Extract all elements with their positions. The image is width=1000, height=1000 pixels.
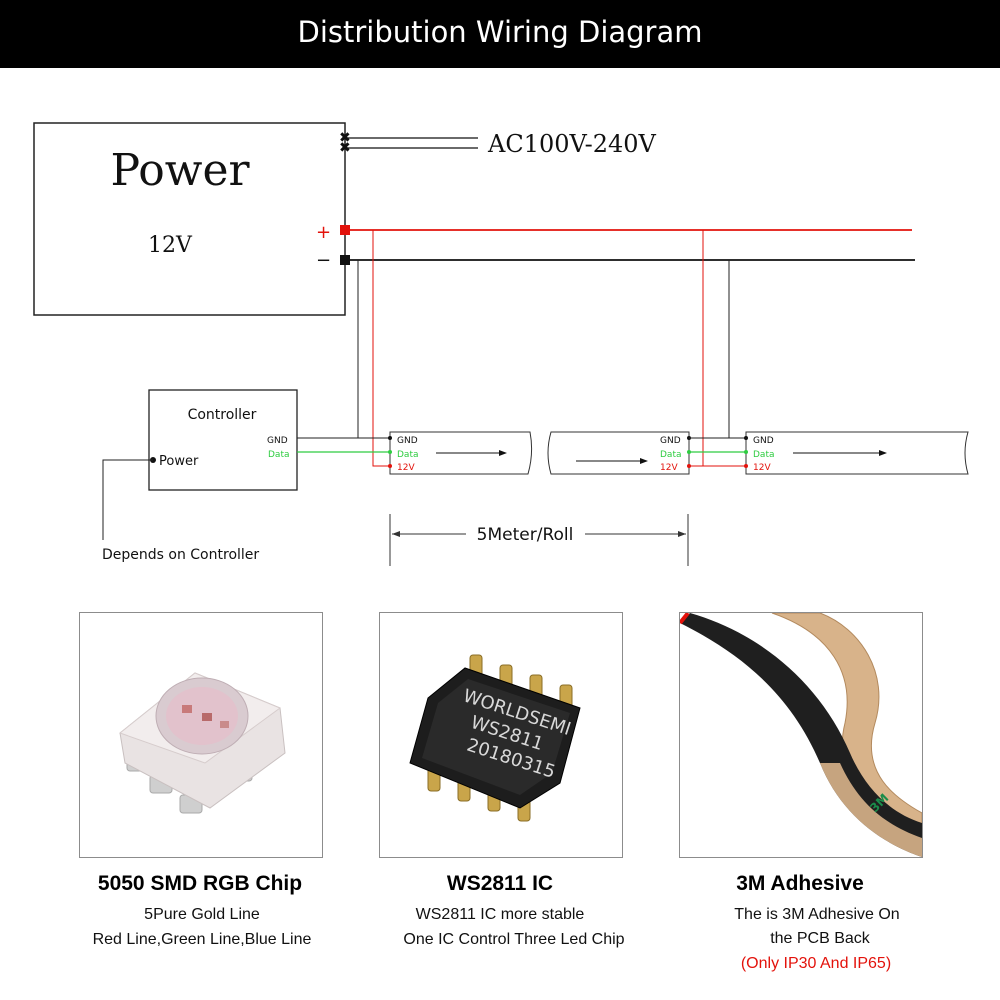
power-label: Power	[110, 145, 250, 196]
adhesive-tape-image: 3M	[680, 613, 922, 857]
page-title: Distribution Wiring Diagram	[297, 15, 703, 49]
strip3-gnd-label: GND	[753, 436, 774, 446]
v-drop-2	[702, 230, 748, 467]
rgb-chip-line-2: Red Line,Green Line,Blue Line	[92, 931, 312, 948]
led-strip-1: GND Data 12V	[388, 431, 533, 475]
negative-terminal	[340, 255, 350, 265]
strip2-gnd-label: GND	[660, 436, 681, 446]
adhesive-title: 3M Adhesive	[736, 872, 864, 895]
rgb-chip-title: 5050 SMD RGB Chip	[97, 872, 303, 895]
ws2811-line-1: WS2811 IC more stable	[415, 906, 585, 923]
ws2811-title: WS2811 IC	[446, 872, 554, 895]
rgb-chip-line-1: 5Pure Gold Line	[144, 906, 260, 923]
controller-gnd-label: GND	[267, 436, 288, 446]
ac-terminal-2: ✖	[339, 140, 351, 156]
ac-voltage-label: AC100V-240V	[487, 130, 657, 158]
strip1-data-label: Data	[397, 450, 419, 460]
controller-label: Controller	[188, 407, 257, 423]
voltage-label: 12V	[148, 233, 193, 258]
adhesive-line-1: The is 3M Adhesive On	[734, 906, 900, 923]
led-strip-3: GND Data 12V	[744, 431, 969, 475]
strip1-arrowhead	[499, 450, 507, 456]
strip3-data-label: Data	[753, 450, 775, 460]
ws2811-chip-image: WORLDSEMI WS2811 20180315	[380, 613, 622, 857]
roll-length-dimension: 5Meter/Roll	[389, 514, 689, 566]
strip2-data-label: Data	[660, 450, 682, 460]
strip1-v-label: 12V	[397, 463, 415, 473]
plus-sign: +	[316, 222, 331, 243]
wiring-diagram: Power 12V ✖ ✖ AC100V-240V + − Controller…	[33, 122, 969, 566]
minus-sign: −	[316, 250, 331, 271]
ac-terminal-1: ✖	[339, 130, 351, 146]
ac-input: ✖ ✖ AC100V-240V	[339, 130, 657, 158]
header-bar: Distribution Wiring Diagram	[0, 0, 1000, 68]
controller-power-lead	[102, 459, 153, 540]
power-supply-box	[33, 122, 346, 316]
ws2811-card: WORLDSEMI WS2811 20180315	[379, 612, 623, 858]
adhesive-note: (Only IP30 And IP65)	[740, 955, 892, 972]
adhesive-card: 3M	[679, 612, 923, 858]
adhesive-line-2: the PCB Back	[770, 930, 870, 947]
controller-data-label: Data	[268, 450, 290, 460]
strip3-arrowhead	[879, 450, 887, 456]
positive-terminal	[340, 225, 350, 235]
roll-length-label: 5Meter/Roll	[477, 525, 574, 545]
rgb-chip-image	[80, 613, 322, 857]
controller-box	[148, 389, 298, 491]
led-strip-2: GND Data 12V	[547, 431, 691, 475]
v-drop-1	[372, 230, 392, 467]
strip3-v-label: 12V	[753, 463, 771, 473]
strip2-v-label: 12V	[660, 463, 678, 473]
ws2811-line-2: One IC Control Three Led Chip	[403, 931, 625, 948]
strip1-gnd-label: GND	[397, 436, 418, 446]
rgb-chip-card	[79, 612, 323, 858]
depends-note: Depends on Controller	[102, 547, 259, 563]
strip2-arrowhead	[640, 458, 648, 464]
controller-power-label: Power	[159, 454, 199, 469]
